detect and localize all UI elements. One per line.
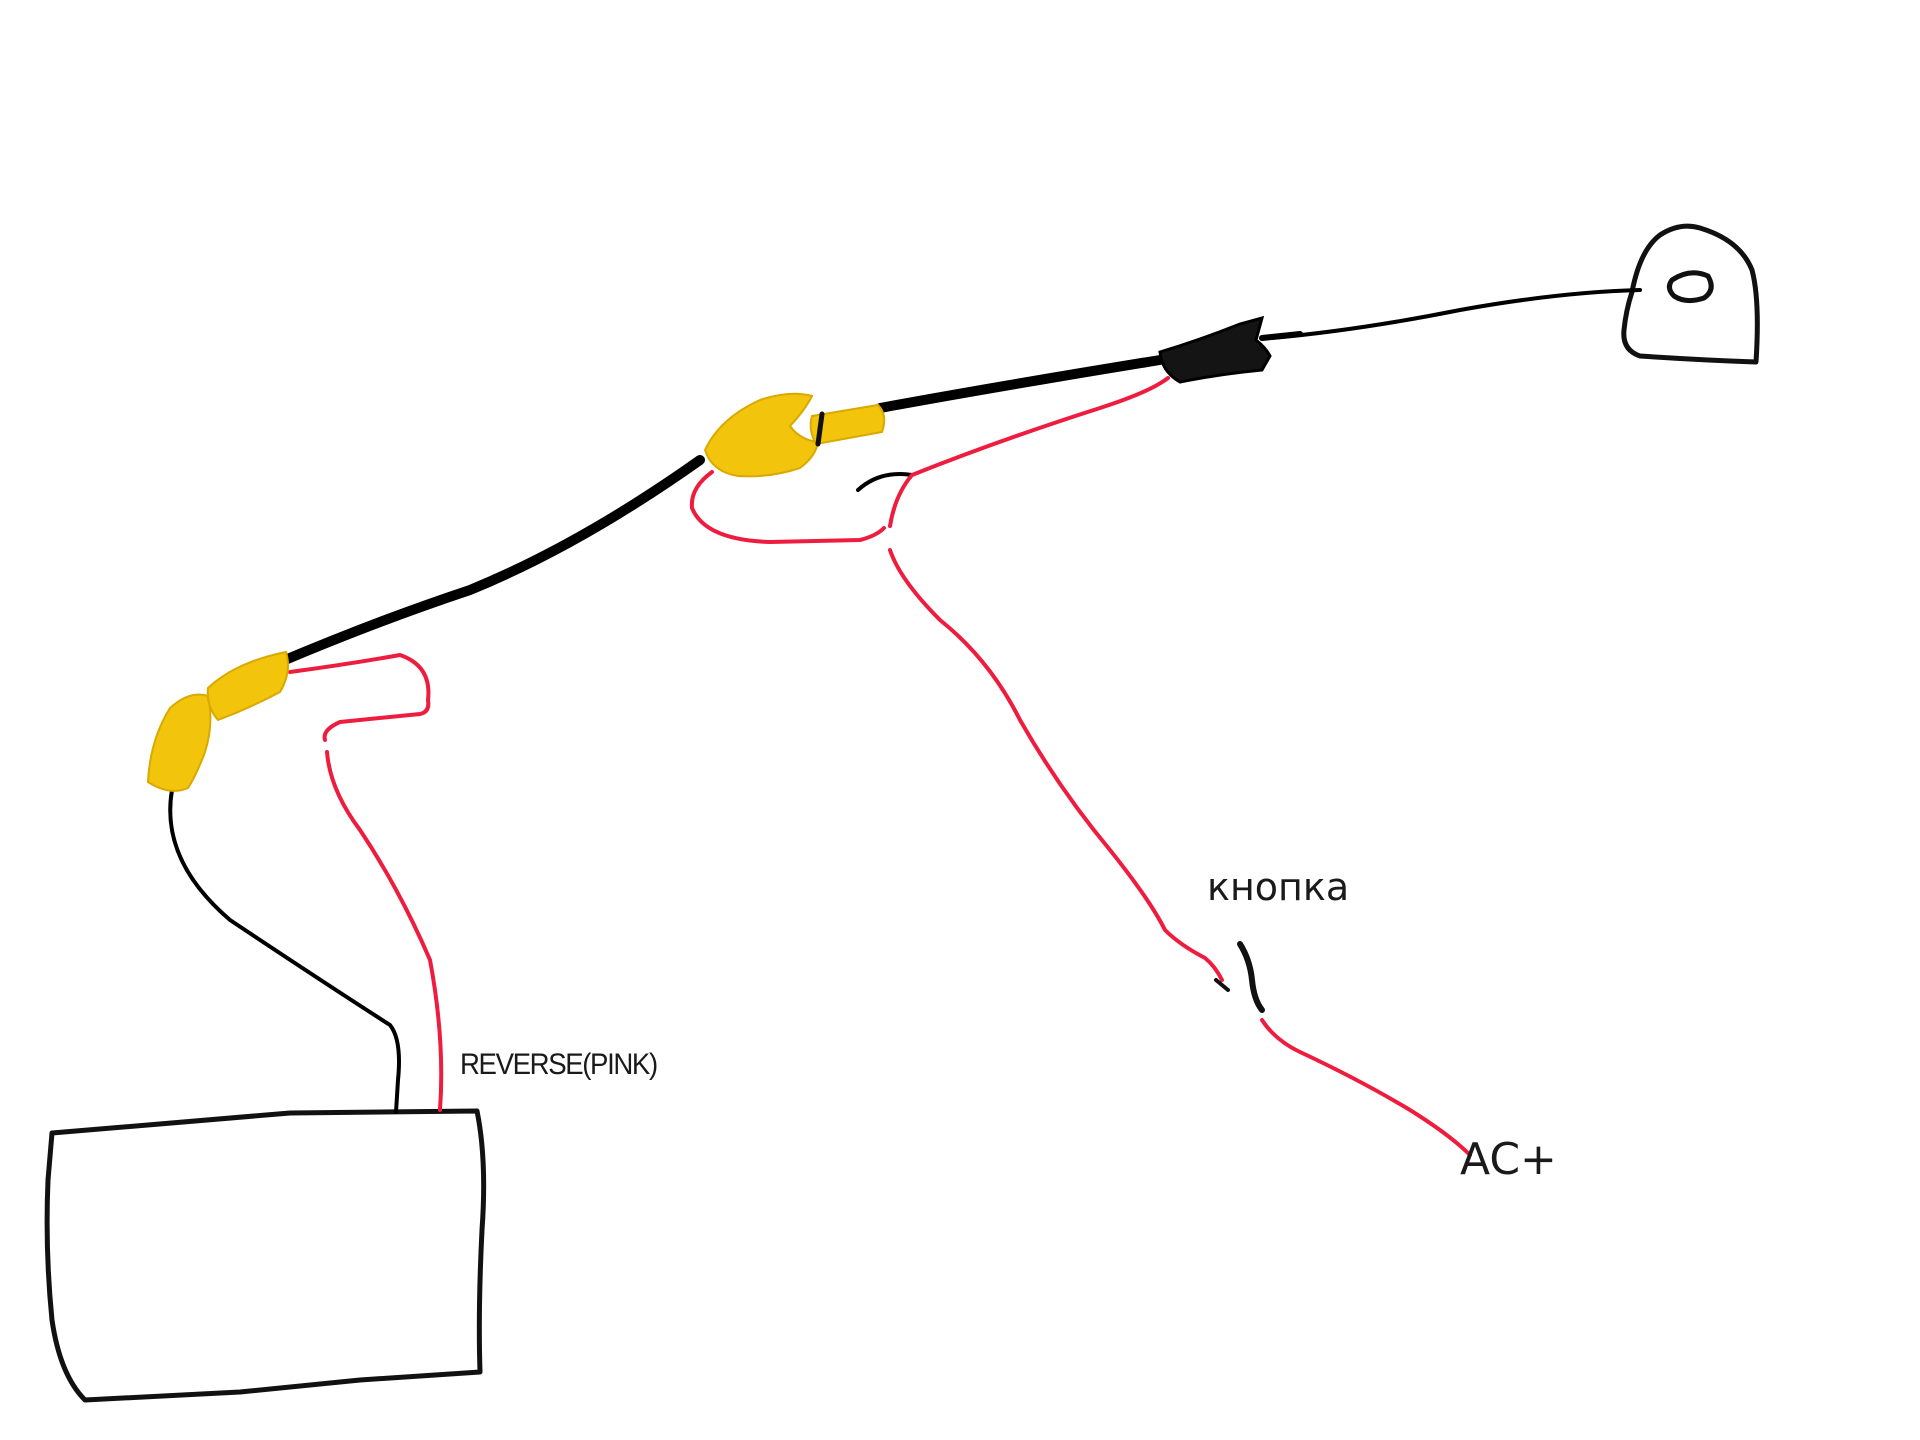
button-contact <box>1214 978 1230 992</box>
power-wire-to-camera <box>888 376 1170 528</box>
reverse-wire-pink <box>288 653 444 1112</box>
camera-cable <box>1270 288 1642 340</box>
acc-label: AC+ <box>1460 1134 1557 1185</box>
video-cable-upper <box>875 355 1165 413</box>
ground-stub <box>856 472 914 492</box>
video-cable-to-head-unit <box>168 788 401 1114</box>
button-switch-icon <box>1237 941 1265 1013</box>
rca-connector-lower-male <box>206 650 289 722</box>
power-wire-to-acc <box>1260 1018 1472 1157</box>
rca-connector-upper-band <box>815 411 825 447</box>
video-cable-main <box>280 455 705 665</box>
camera-plug <box>1158 315 1272 384</box>
rca-connector-lower-female <box>146 693 212 792</box>
camera-lens <box>1666 270 1714 304</box>
head-unit-box <box>44 1108 487 1403</box>
camera-plug-tip <box>1259 331 1303 341</box>
rca-connector-upper-male <box>809 403 886 446</box>
rca-connector-upper-female <box>703 392 820 478</box>
power-wire-loop <box>689 470 886 544</box>
power-wire-to-button <box>888 548 1224 982</box>
camera-body <box>1621 223 1760 365</box>
reverse-wire-label: REVERSE(PINK) <box>460 1048 658 1081</box>
button-label: кнопка <box>1207 865 1350 909</box>
